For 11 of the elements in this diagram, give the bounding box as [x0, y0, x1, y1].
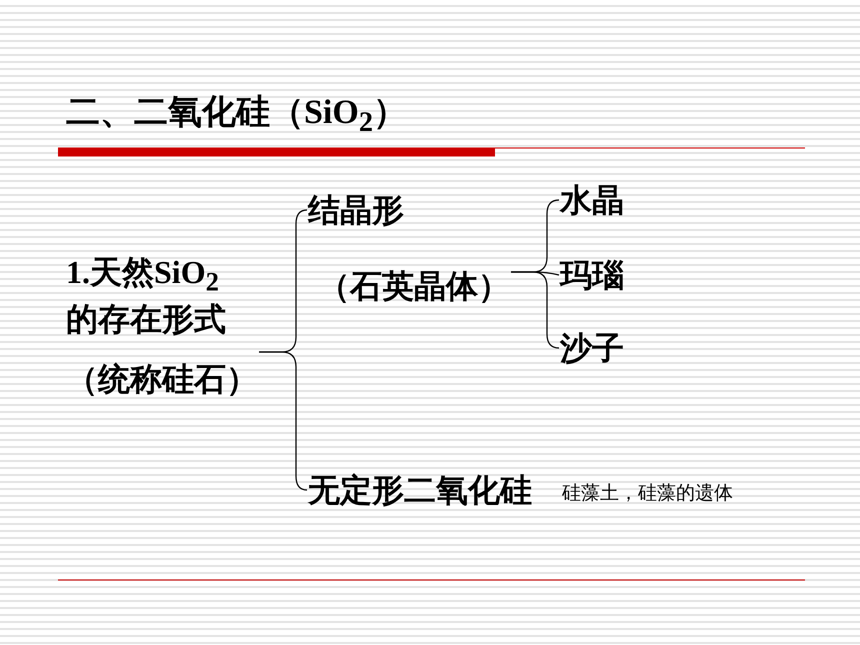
side-note: 硅藻土，硅藻的遗体: [562, 482, 733, 506]
brace-line: [511, 271, 560, 349]
node-label: 玛瑙: [560, 256, 624, 295]
node-subtext: （统称硅石）: [66, 360, 258, 399]
node-heading: 1.天然SiO$_{2}$的存在形式: [66, 253, 227, 338]
node-label: 无定形二氧化硅: [308, 471, 532, 510]
node-label: 水晶: [560, 181, 624, 220]
title: 二、二氧化硅（SiO$_{2}$）: [66, 93, 407, 140]
node-subtext: （石英晶体）: [318, 267, 510, 306]
node-heading: 结晶形: [308, 191, 404, 230]
node-label: 沙子: [560, 329, 624, 368]
